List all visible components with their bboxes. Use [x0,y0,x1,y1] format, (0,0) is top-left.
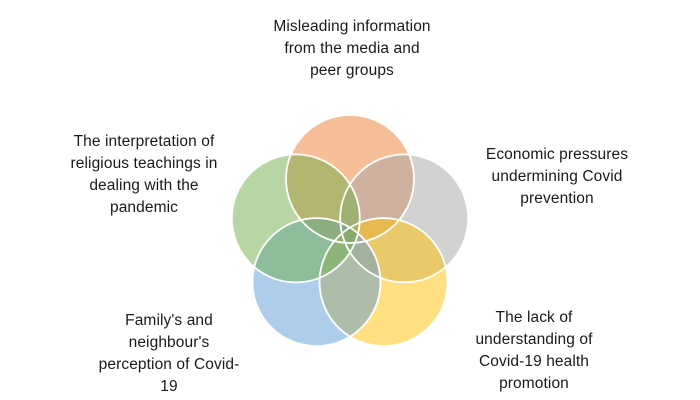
circle-outline [318,217,449,348]
label-line: understanding of [475,331,593,348]
label-line: undermining Covid [491,168,623,185]
label-misleading-media: Misleading information from the media an… [242,16,462,82]
label-economic-pressures: Economic pressures undermining Covid pre… [452,144,662,210]
circle-outline [285,114,415,244]
circle-outline [339,153,470,284]
circle-outline [230,153,361,284]
label-line: pandemic [109,199,178,216]
label-religious-teachings: The interpretation of religious teaching… [39,131,249,219]
label-line: The interpretation of [73,133,215,150]
label-line: The lack of [495,309,573,326]
label-family-perception: Family's and neighbour's perception of C… [64,310,274,398]
label-line: prevention [520,190,594,207]
label-line: religious teachings in [70,155,218,172]
label-line: dealing with the [89,177,199,194]
label-line: 19 [160,378,178,395]
label-lack-of-understanding: The lack of understanding of Covid-19 he… [429,307,639,395]
label-line: Economic pressures [485,146,629,163]
label-line: from the media and [284,40,420,57]
label-line: Covid-19 health [478,353,590,370]
label-line: neighbour's [128,334,210,351]
label-line: Misleading information [273,18,431,35]
label-line: Family's and [125,312,213,329]
label-line: peer groups [310,62,394,79]
circle-outline [251,217,382,348]
label-line: promotion [499,375,569,392]
label-line: perception of Covid- [98,356,240,373]
